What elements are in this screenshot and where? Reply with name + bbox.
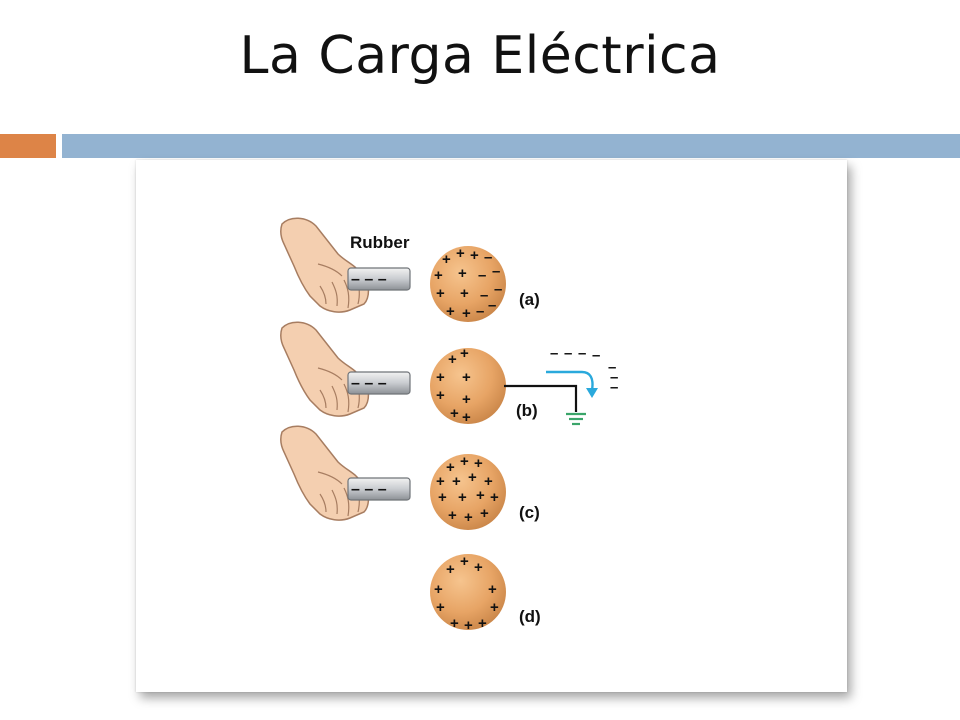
svg-text:+: +	[436, 387, 445, 404]
svg-text:–: –	[610, 379, 618, 396]
svg-text:+: +	[480, 505, 489, 522]
hand-icon	[279, 425, 370, 521]
svg-text:+: +	[490, 489, 499, 506]
charging-by-induction-figure: Rubber – – – +++– ++–– ++–– ++–– (a) – –…	[136, 160, 847, 692]
rod-label: Rubber	[350, 233, 410, 252]
svg-text:+: +	[446, 561, 455, 578]
panel-d-label: (d)	[519, 607, 541, 626]
panel-a-label: (a)	[519, 290, 540, 309]
svg-text:+: +	[468, 469, 477, 486]
svg-text:+: +	[488, 581, 497, 598]
svg-text:+: +	[450, 615, 459, 632]
svg-text:+: +	[474, 455, 483, 472]
svg-text:+: +	[460, 285, 469, 302]
svg-text:+: +	[462, 305, 471, 322]
svg-text:+: +	[458, 489, 467, 506]
ground-wire	[504, 384, 578, 412]
svg-text:–: –	[478, 267, 486, 284]
rod-charge: – – –	[351, 271, 387, 288]
ground-icon	[566, 412, 586, 426]
svg-text:+: +	[464, 509, 473, 526]
panel-b-label: (b)	[516, 401, 538, 420]
svg-text:–: –	[488, 297, 496, 314]
rubber-rod-icon	[347, 477, 411, 501]
svg-text:–: –	[492, 263, 500, 280]
rubber-rod-icon	[347, 371, 411, 395]
electron-flow-arrow-icon	[546, 370, 594, 391]
rod-charge: – – –	[351, 375, 387, 392]
svg-text:+: +	[462, 409, 471, 426]
svg-text:–: –	[480, 287, 488, 304]
svg-text:+: +	[448, 507, 457, 524]
svg-text:+: +	[436, 599, 445, 616]
svg-text:+: +	[484, 473, 493, 490]
svg-text:+: +	[460, 453, 469, 470]
svg-text:+: +	[434, 581, 443, 598]
svg-text:+: +	[458, 265, 467, 282]
header-bar	[62, 134, 960, 158]
svg-text:+: +	[460, 553, 469, 570]
sphere-icon	[430, 454, 506, 530]
svg-text:+: +	[456, 245, 465, 262]
panel-b: – – – ++ ++ ++ ++ –––– ––– (b)	[279, 321, 618, 426]
svg-text:–: –	[476, 303, 484, 320]
svg-text:+: +	[436, 285, 445, 302]
panel-d: +++ ++ ++ +++ (d)	[430, 553, 541, 634]
svg-text:–: –	[494, 281, 502, 298]
svg-text:+: +	[470, 247, 479, 264]
svg-text:–: –	[550, 345, 558, 362]
accent-bar	[0, 134, 56, 158]
svg-text:–: –	[578, 345, 586, 362]
slide-title: La Carga Eléctrica	[239, 26, 721, 86]
sphere-icon	[430, 348, 506, 424]
svg-text:–: –	[484, 249, 492, 266]
svg-text:+: +	[474, 559, 483, 576]
rod-charge: – – –	[351, 481, 387, 498]
svg-text:+: +	[446, 459, 455, 476]
svg-text:+: +	[462, 369, 471, 386]
svg-text:+: +	[448, 351, 457, 368]
rubber-rod-icon	[347, 267, 411, 291]
panel-c-label: (c)	[519, 503, 540, 522]
svg-text:+: +	[460, 345, 469, 362]
svg-text:+: +	[464, 617, 473, 634]
panel-a: – – – +++– ++–– ++–– ++–– (a)	[279, 217, 540, 322]
svg-text:+: +	[442, 251, 451, 268]
svg-text:+: +	[436, 473, 445, 490]
sphere-icon	[430, 246, 506, 322]
diagram-canvas: Rubber – – – +++– ++–– ++–– ++–– (a) – –…	[279, 217, 618, 634]
svg-text:+: +	[438, 489, 447, 506]
svg-text:+: +	[452, 473, 461, 490]
svg-text:+: +	[478, 615, 487, 632]
sphere-icon	[430, 554, 506, 630]
svg-text:–: –	[564, 345, 572, 362]
panel-c: – – – +++ ++++ ++++ +++ (c)	[279, 425, 540, 530]
svg-text:–: –	[610, 369, 618, 386]
svg-text:+: +	[462, 391, 471, 408]
svg-text:+: +	[490, 599, 499, 616]
svg-text:+: +	[446, 303, 455, 320]
svg-text:–: –	[608, 359, 616, 376]
svg-text:+: +	[434, 267, 443, 284]
svg-text:+: +	[476, 487, 485, 504]
svg-text:+: +	[436, 369, 445, 386]
svg-text:–: –	[592, 347, 600, 364]
hand-icon	[279, 321, 370, 417]
svg-text:+: +	[450, 405, 459, 422]
